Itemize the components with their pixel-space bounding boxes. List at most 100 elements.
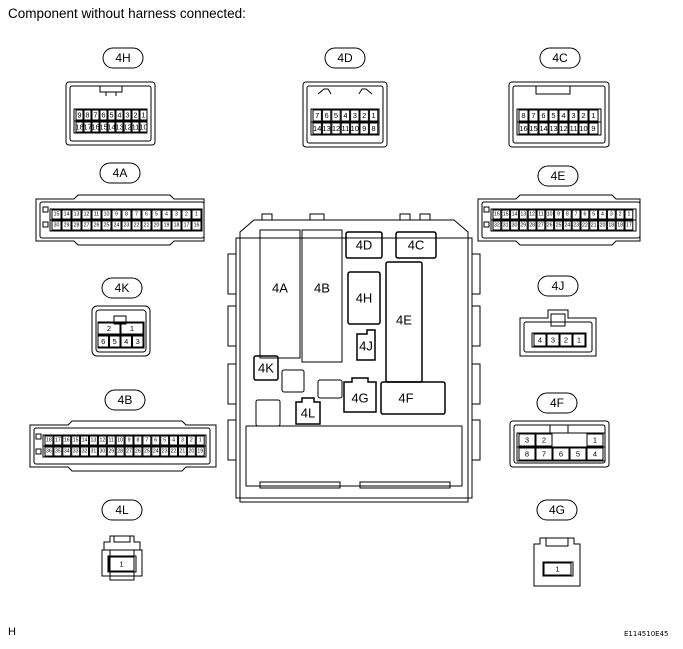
pin-cavity [359,109,369,122]
pin-number: 1 [591,111,595,120]
pin-cavity [124,435,134,446]
pin-number: 8 [525,450,529,459]
block-slot-4a: 4A [272,281,288,296]
pin-number: 3 [125,111,129,120]
connector-4l: 4L 1 [101,499,143,581]
pin-cavity [615,209,625,220]
pin-number: 5 [113,337,117,346]
page-title: Component without harness connected: [8,6,246,21]
pin-cavity [142,446,152,457]
pin-number: 3 [525,436,529,445]
connector-4h-label: 4H [115,51,130,65]
pin-number: 13 [322,124,330,133]
block-slot-4e: 4E [396,313,412,328]
pin-number: 20 [600,223,606,229]
pin-cavity [139,109,148,121]
pin-cavity [536,220,546,231]
pin-cavity [75,121,84,133]
pin-cavity [178,435,187,446]
block-slot-4l: 4L [301,406,315,421]
pin-number: 14 [64,212,70,218]
pin-number: 28 [117,449,123,455]
pin-cavity [501,209,511,220]
pin-cavity [101,220,112,231]
pin-cavity [44,446,54,457]
pin-cavity [115,121,124,133]
pin-number: 2 [362,111,366,120]
pin-cavity [120,335,132,348]
pin-number: 32 [494,223,500,229]
pin-number: 7 [145,438,148,444]
pin-number: 4 [172,438,175,444]
pin-cavity [161,220,172,231]
connector-4k-label: 4K [115,281,130,295]
connector-4f-label: 4F [550,396,564,410]
pin-number: 6 [101,337,105,346]
pin-cavity [518,433,536,447]
pin-cavity [115,435,125,446]
block-slot-4g: 4G [351,391,368,406]
pin-number: 8 [125,212,128,218]
pin-cavity [91,121,100,133]
pin-number: 1 [130,324,134,333]
pin-cavity [181,209,192,220]
pin-number: 13 [115,123,123,132]
pin-number: 16 [91,123,99,132]
pin-number: 10 [579,124,587,133]
pin-cavity [51,209,62,220]
pin-number: 15 [54,212,60,218]
pin-cavity [151,220,162,231]
pin-number: 9 [557,212,560,218]
pin-number: 5 [334,111,338,120]
pin-number: 11 [570,124,578,133]
footer-left-code: H [8,626,16,638]
pin-cavity [571,209,581,220]
pin-number: 15 [99,123,107,132]
pin-cavity [589,220,599,231]
pin-cavity [624,209,634,220]
pin-cavity [368,122,379,135]
pin-cavity [53,446,63,457]
block-slot-4f: 4F [398,391,413,406]
pin-cavity [312,109,322,122]
pin-number: 29 [520,223,526,229]
pin-cavity [133,446,143,457]
pin-cavity [368,109,379,122]
pin-number: 2 [190,438,193,444]
pin-number: 30 [512,223,518,229]
pin-cavity [81,220,92,231]
pin-cavity [580,220,590,231]
pin-number: 6 [559,450,563,459]
connector-4g-label: 4G [549,503,565,517]
pin-cavity [568,122,579,135]
pin-number: 1 [195,212,198,218]
pin-cavity [598,220,607,231]
pin-cavity [169,446,179,457]
pin-number: 12 [123,123,131,132]
pin-number: 9 [77,111,81,120]
pin-cavity [545,209,555,220]
pin-cavity [558,122,569,135]
block-slot-4b: 4B [314,281,330,296]
pin-cavity [186,446,196,457]
pin-cavity [562,220,572,231]
pin-number: 26 [547,223,553,229]
pin-cavity [554,220,563,231]
pin-number: 1 [555,565,559,574]
block-slot-4k: 4K [258,361,274,376]
pin-number: 11 [109,438,114,444]
pin-number: 15 [73,438,79,444]
figure-id: E114510E45 [624,630,669,638]
pin-number: 12 [529,212,535,218]
pin-number: 2 [542,436,546,445]
pin-number: 14 [82,438,88,444]
pin-cavity [543,562,572,576]
pin-cavity [97,446,107,457]
pin-number: 3 [175,212,178,218]
pin-number: 20 [188,449,194,455]
pin-cavity [83,109,92,121]
pin-number: 13 [520,212,526,218]
